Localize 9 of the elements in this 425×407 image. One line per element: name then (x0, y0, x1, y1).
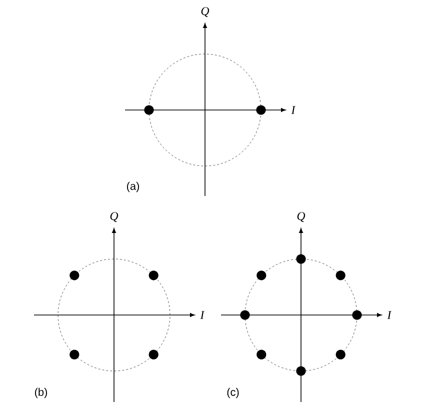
axis-label: Q (201, 7, 210, 17)
panel-label: (a) (126, 182, 140, 192)
panel-label: (b) (34, 388, 48, 398)
axis-label: I (200, 311, 205, 319)
axis-label: Q (110, 212, 118, 222)
axis-label: I (387, 311, 392, 319)
axis-label: I (291, 106, 296, 114)
axis-label: Q (297, 212, 306, 222)
panel-label: (c) (227, 388, 239, 398)
